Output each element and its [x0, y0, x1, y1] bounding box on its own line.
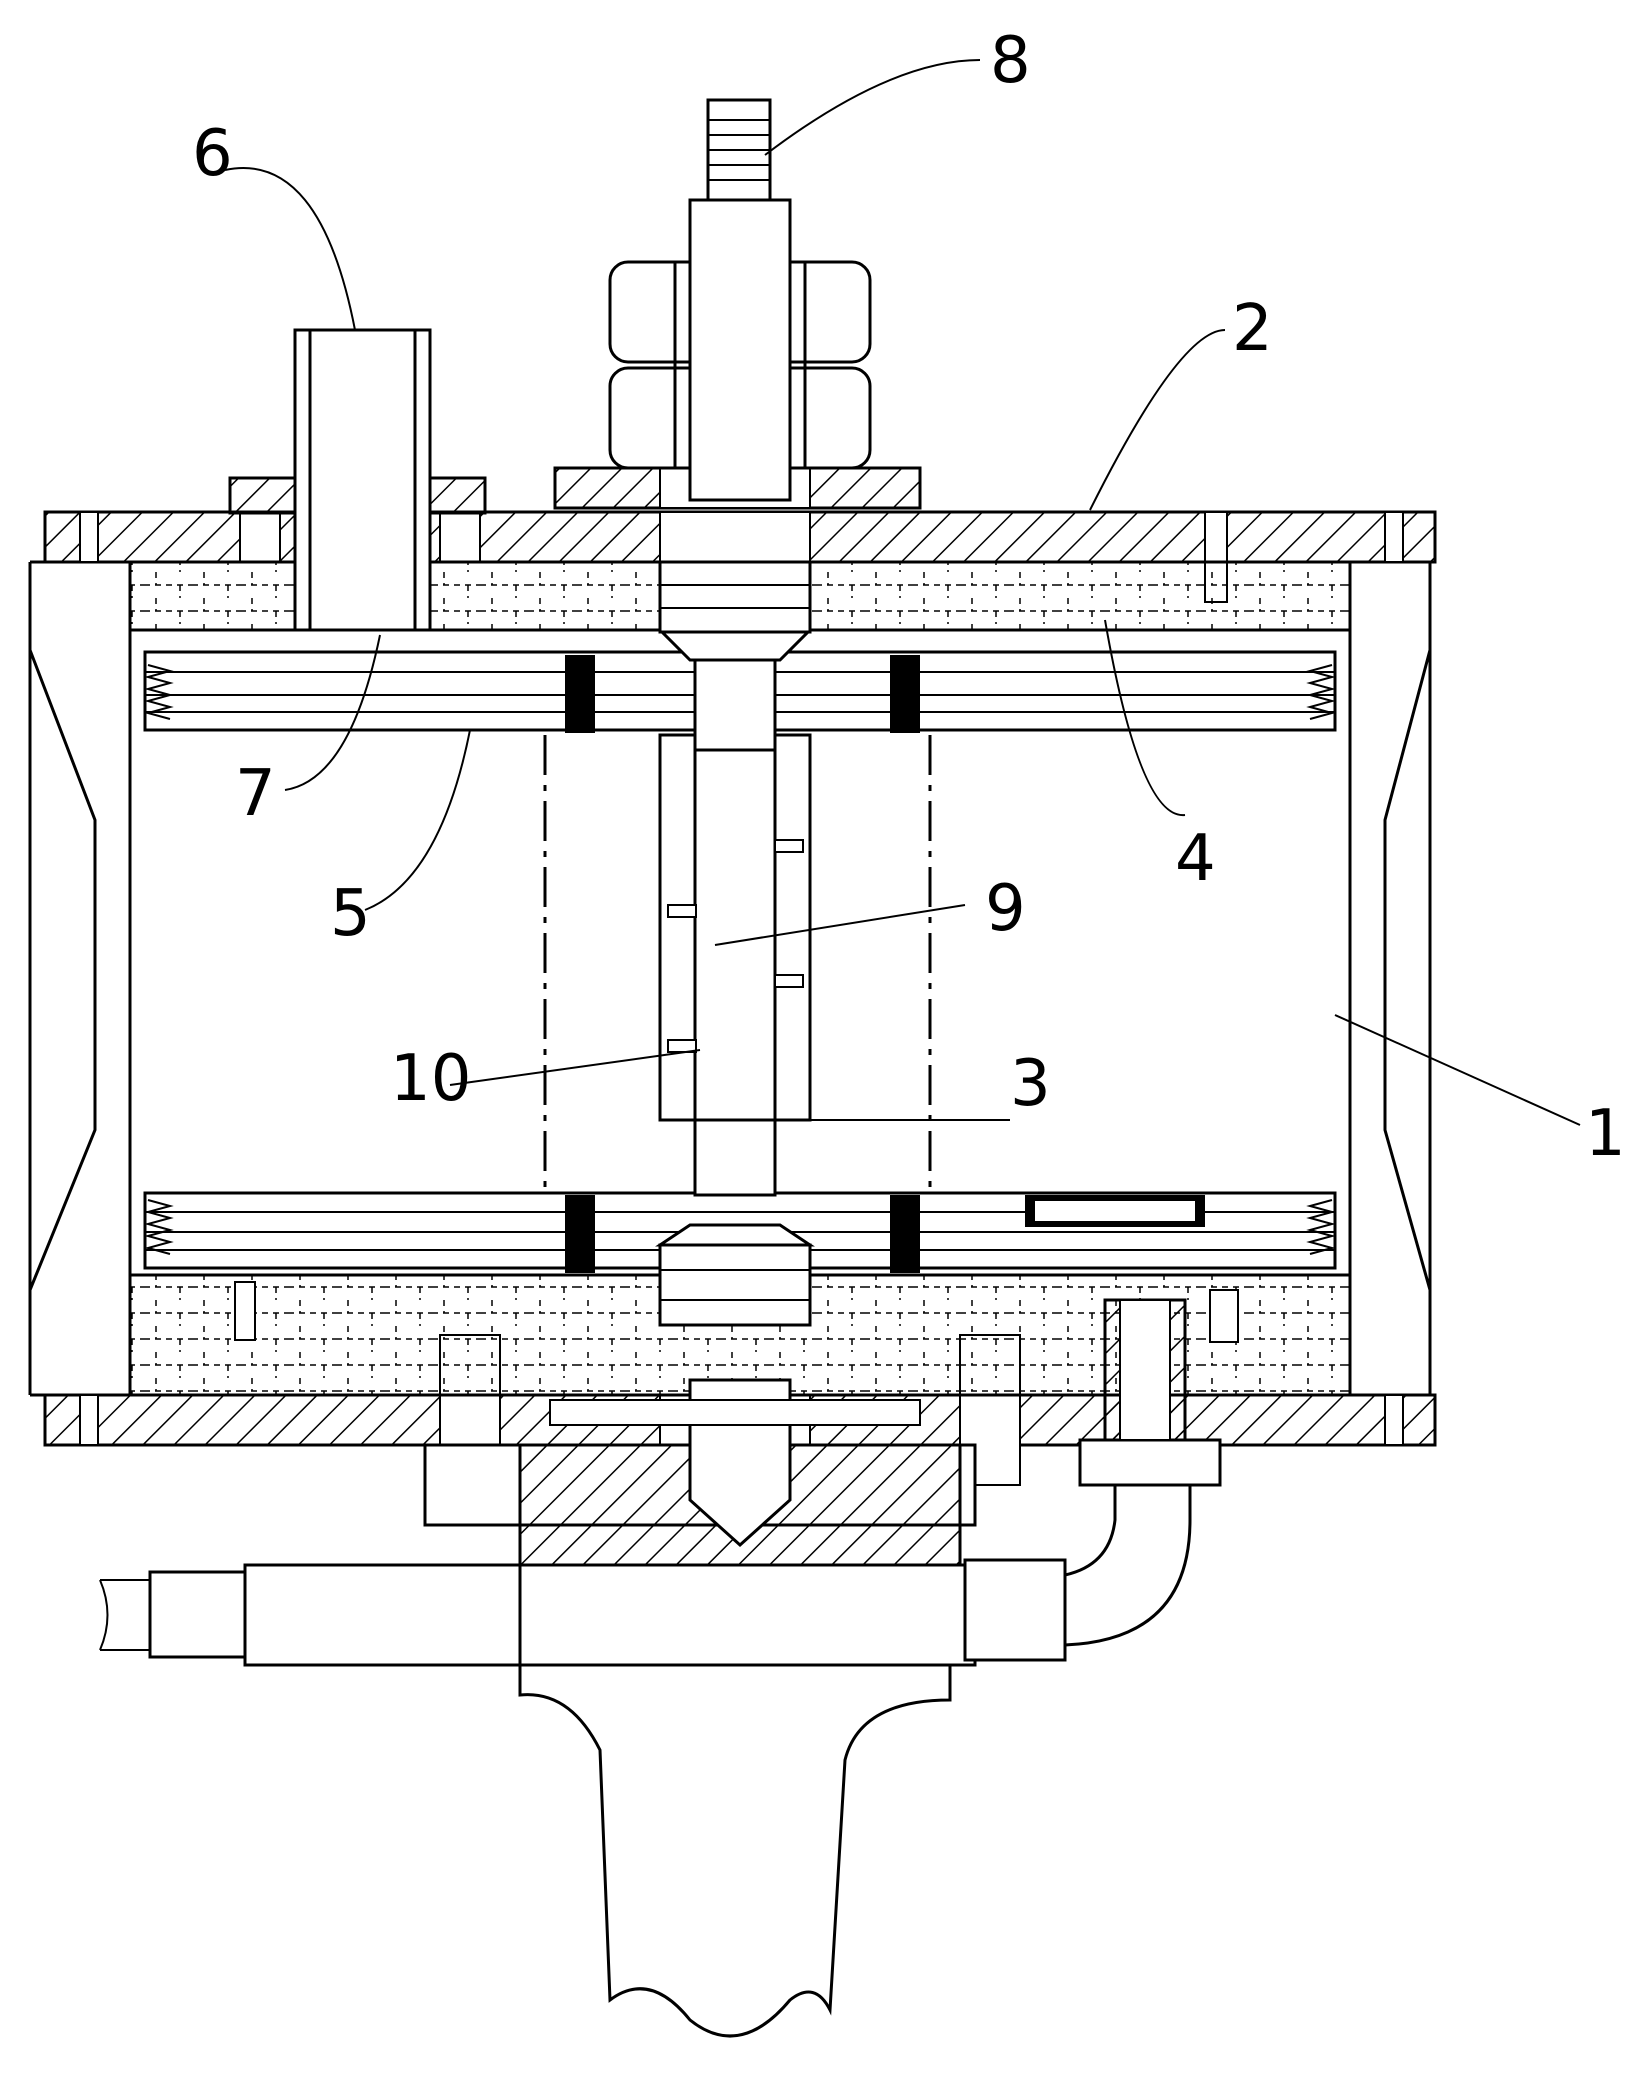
top-terminal: [553, 98, 922, 510]
label-9: 9: [985, 872, 1026, 946]
label-5: 5: [330, 877, 371, 951]
label-10: 10: [390, 1042, 471, 1116]
gas-port: [228, 328, 487, 632]
top-cover-plate: [43, 510, 1437, 603]
center-chamber-outline: [543, 735, 932, 1190]
label-3: 3: [1010, 1047, 1051, 1121]
label-4: 4: [1175, 822, 1216, 896]
label-6: 6: [192, 117, 233, 191]
label-8: 8: [990, 24, 1031, 98]
label-7: 7: [235, 757, 276, 831]
callout-leaders: [224, 59, 1581, 1126]
label-1: 1: [1585, 1097, 1626, 1171]
base-mount: [99, 1298, 1222, 2038]
cylinder-body: [28, 560, 1432, 1397]
callout-labels: 8 6 2 1 9 10 3 7 5 4: [192, 24, 1626, 1171]
central-rod: [655, 560, 815, 1327]
label-2: 2: [1232, 292, 1273, 366]
